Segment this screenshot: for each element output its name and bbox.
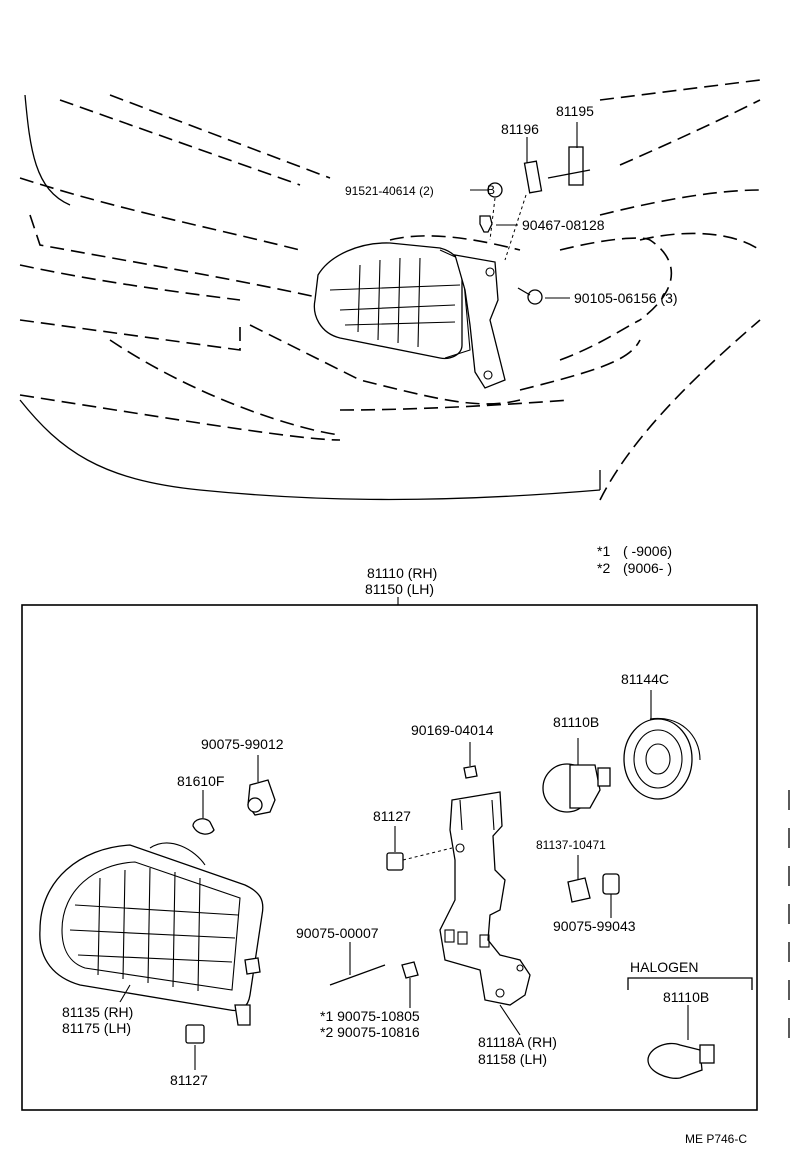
diagram-code: ME P746-C xyxy=(685,1132,747,1146)
wedge-bulb xyxy=(192,790,215,835)
label-81110B-halogen: 81110B xyxy=(663,989,709,1005)
label-81127-mid: 81127 xyxy=(373,808,411,824)
headlamp-bulb xyxy=(542,738,611,813)
top-leader-lines xyxy=(470,122,578,299)
label-81195: 81195 xyxy=(556,103,594,119)
bulb-socket xyxy=(247,755,276,816)
retainer-nut-bottom xyxy=(185,1024,205,1070)
vehicle-body-outline xyxy=(19,79,761,501)
clip-nut xyxy=(463,742,478,779)
top-small-parts xyxy=(479,146,591,305)
headlamp-unit xyxy=(39,842,264,1026)
legend-mark-2: *2 xyxy=(597,560,610,576)
label-90169-04014: 90169-04014 xyxy=(411,722,494,738)
label-81118A: 81118A (RH) xyxy=(478,1034,557,1050)
assembly-frame xyxy=(21,604,758,1111)
label-81127-bottom: 81127 xyxy=(170,1072,208,1088)
label-81144C: 81144C xyxy=(621,671,669,687)
dust-cover xyxy=(623,690,701,800)
label-81175: 81175 (LH) xyxy=(62,1020,131,1036)
installed-headlamp xyxy=(313,242,506,389)
label-81196: 81196 xyxy=(501,121,539,137)
label-90105-06156: 90105-06156 (3) xyxy=(574,290,678,306)
label-90075-99012: 90075-99012 xyxy=(201,736,284,752)
label-81158: 81158 (LH) xyxy=(478,1051,547,1067)
label-81610F: 81610F xyxy=(177,773,224,789)
label-90075-00007: 90075-00007 xyxy=(296,925,379,941)
adjusting-nut xyxy=(401,961,419,1008)
label-90075-10805: *1 90075-10805 xyxy=(320,1008,420,1024)
socket-pieces xyxy=(567,855,620,918)
halogen-group xyxy=(627,977,753,1079)
legend-range-1: ( -9006) xyxy=(623,543,672,559)
label-90075-10816: *2 90075-10816 xyxy=(320,1024,420,1040)
label-90075-99043: 90075-99043 xyxy=(553,918,636,934)
label-81135: 81135 (RH) xyxy=(62,1004,133,1020)
adjusting-screw xyxy=(329,942,386,986)
assembly-leader-lines xyxy=(119,984,521,1036)
assembly-title-rh: 81110 (RH) xyxy=(367,565,437,581)
label-81110B: 81110B xyxy=(553,714,599,730)
label-81137-10471: 81137-10471 xyxy=(536,838,606,852)
legend-mark-1: *1 xyxy=(597,543,610,559)
label-halogen: HALOGEN xyxy=(630,959,698,975)
lamp-bracket xyxy=(439,791,531,1006)
legend-range-2: (9006- ) xyxy=(623,560,672,576)
retainer-nut-mid xyxy=(386,826,453,871)
assembly-title-lh: 81150 (LH) xyxy=(365,581,434,597)
label-90467-08128: 90467-08128 xyxy=(522,217,605,233)
label-91521-40614: 91521-40614 (2) xyxy=(345,184,434,198)
bolt-mark-b: B xyxy=(487,183,495,197)
